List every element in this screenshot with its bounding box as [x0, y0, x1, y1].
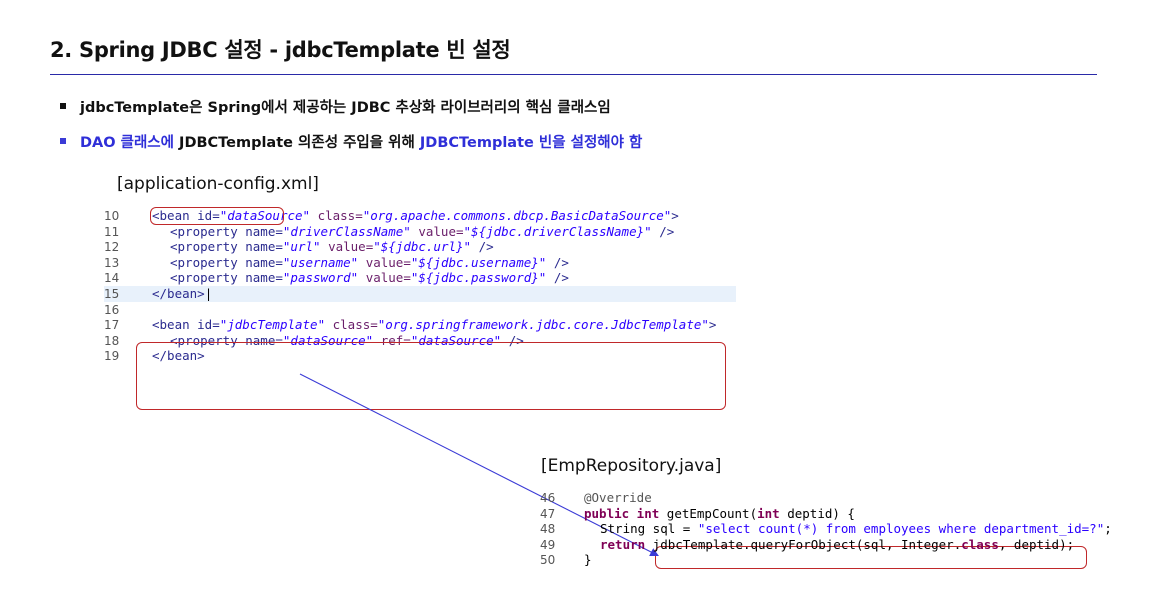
- bullet-1: jdbcTemplate은 Spring에서 제공하는 JDBC 추상화 라이브…: [60, 96, 611, 117]
- code-line: 18<property name="dataSource" ref="dataS…: [104, 332, 524, 348]
- code-line-current: 15</bean>|: [104, 285, 736, 302]
- datasource-id-box: [150, 207, 284, 225]
- jdbctemplate-call-box: [655, 546, 1087, 569]
- java-file-label: [EmpRepository.java]: [541, 456, 722, 476]
- page-title: 2. Spring JDBC 설정 - jdbcTemplate 빈 설정: [50, 38, 511, 62]
- bullet-2-text-a: DAO 클래스에: [80, 135, 174, 151]
- xml-file-label: [application-config.xml]: [117, 174, 319, 194]
- code-line: 50}: [540, 552, 592, 568]
- bullet-2-text-b: JDBCTemplate 의존성 주입을 위해: [174, 135, 420, 151]
- bullet-1-text: jdbcTemplate은 Spring에서 제공하는 JDBC 추상화 라이브…: [80, 100, 611, 116]
- code-line: 11<property name="driverClassName" value…: [104, 223, 675, 239]
- code-line: 16: [104, 302, 120, 317]
- code-line: 13<property name="username" value="${jdb…: [104, 254, 569, 270]
- code-line: 14<property name="password" value="${jdb…: [104, 270, 569, 286]
- xml-code-block: 10<bean id="dataSource" class="org.apach…: [104, 208, 736, 364]
- code-line: 10<bean id="dataSource" class="org.apach…: [104, 208, 679, 223]
- bullet-square-icon: [60, 138, 66, 144]
- code-line: 19</bean>: [104, 348, 205, 364]
- code-line: 46@Override: [540, 490, 652, 505]
- code-line: 17<bean id="jdbcTemplate" class="org.spr…: [104, 317, 717, 333]
- title-rule: [50, 74, 1097, 75]
- jdbctemplate-bean-box: [136, 342, 726, 410]
- bullet-2: DAO 클래스에 JDBCTemplate 의존성 주입을 위해 JDBCTem…: [60, 131, 642, 152]
- bullet-2-text-c: JDBCTemplate 빈을 설정해야 함: [419, 135, 643, 151]
- bullet-square-icon: [60, 103, 66, 109]
- code-line: 12<property name="url" value="${jdbc.url…: [104, 239, 494, 255]
